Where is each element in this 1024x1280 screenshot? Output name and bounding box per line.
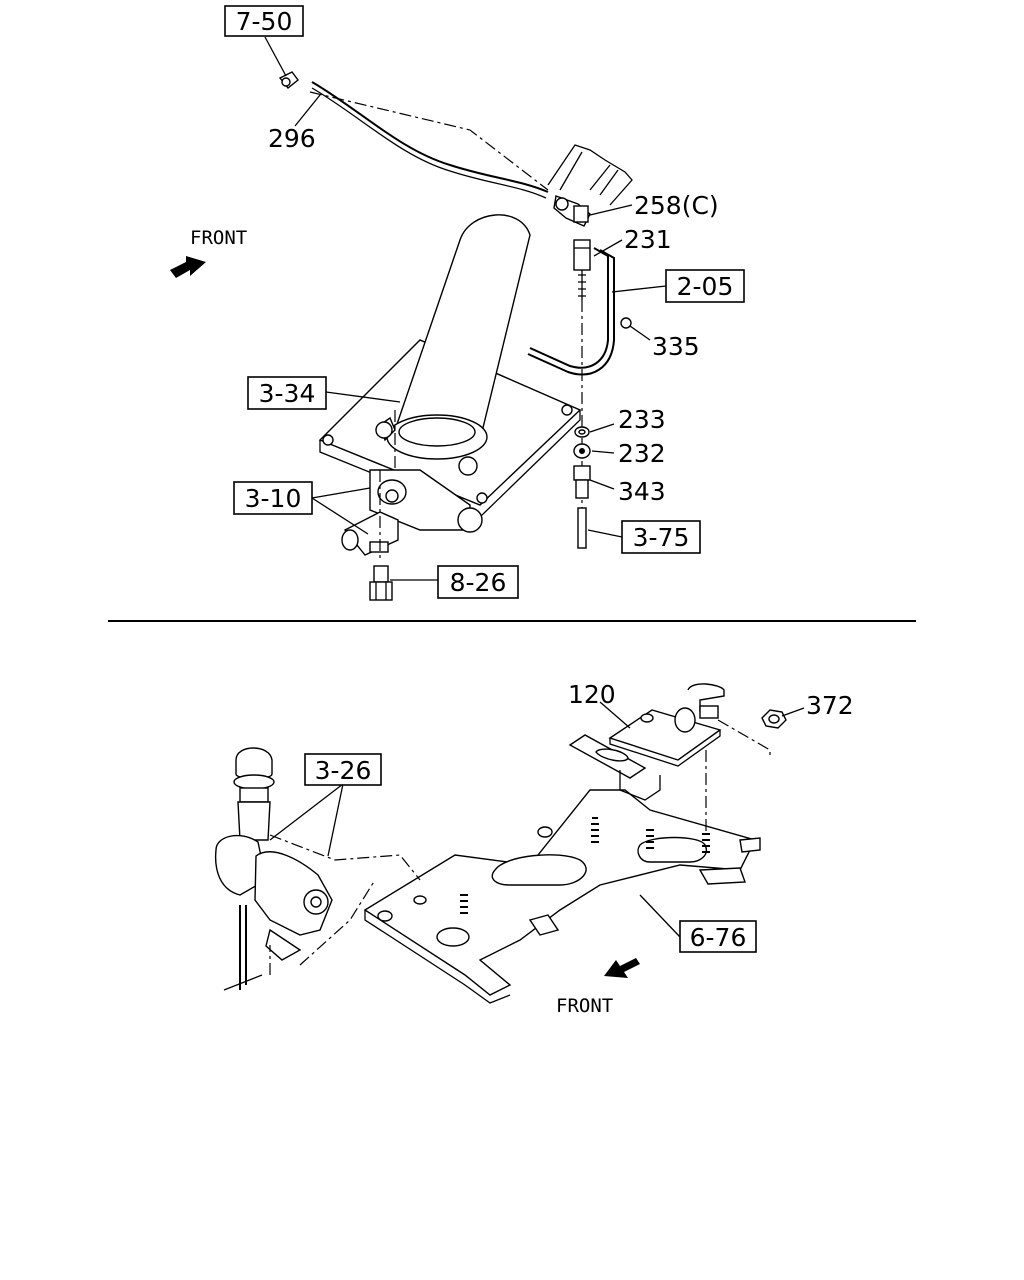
connector-231	[573, 239, 591, 300]
oring-335	[620, 317, 632, 329]
part-233: 233	[618, 405, 666, 434]
callout-8-26-text: 8-26	[450, 568, 507, 597]
callout-3-75[interactable]: 3-75	[621, 520, 701, 554]
callout-3-34[interactable]: 3-34	[247, 376, 327, 410]
shift-lever-boot	[375, 214, 531, 476]
plug-8-26	[369, 565, 393, 601]
callout-3-10[interactable]: 3-10	[233, 481, 313, 515]
elbow-fitting-258	[553, 195, 591, 227]
part-372: 372	[806, 691, 854, 720]
front-label-bottom: FRONT	[556, 995, 613, 1017]
callout-3-26[interactable]: 3-26	[304, 753, 382, 786]
fitting-343	[573, 465, 591, 499]
part-231: 231	[624, 225, 672, 254]
callout-3-75-text: 3-75	[633, 523, 690, 552]
callout-3-26-text: 3-26	[315, 756, 372, 785]
callout-6-76[interactable]: 6-76	[679, 920, 757, 953]
bottom-assembly	[214, 683, 805, 1004]
part-296: 296	[268, 124, 316, 153]
nut-232	[573, 443, 591, 459]
part-335: 335	[652, 332, 700, 361]
part-232: 232	[618, 439, 666, 468]
top-assembly	[264, 36, 667, 601]
shift-assembly-3-26	[214, 747, 333, 990]
part-258c: 258(C)	[634, 191, 719, 220]
callout-7-50[interactable]: 7-50	[224, 5, 304, 37]
callout-6-76-text: 6-76	[690, 923, 747, 952]
front-arrow-top-icon	[170, 256, 206, 278]
part-120: 120	[568, 680, 616, 709]
fitting-7-50	[278, 71, 299, 89]
callout-8-26[interactable]: 8-26	[437, 565, 519, 599]
washer-233	[574, 426, 590, 438]
nut-372	[761, 709, 787, 729]
front-arrow-bottom: FRONT	[556, 958, 640, 1017]
front-label-top: FRONT	[190, 227, 247, 249]
bracket-plate-6-76	[363, 789, 757, 996]
valve-body-3-10	[341, 469, 483, 556]
pin-3-75	[577, 507, 587, 549]
part-343: 343	[618, 477, 666, 506]
callout-2-05-text: 2-05	[677, 272, 734, 301]
callout-3-10-text: 3-10	[245, 484, 302, 513]
callout-2-05[interactable]: 2-05	[665, 269, 745, 303]
callout-7-50-text: 7-50	[236, 7, 293, 36]
front-arrow-top: FRONT	[170, 227, 247, 278]
stud-bolts	[460, 817, 710, 914]
front-arrow-bottom-icon	[604, 958, 640, 978]
plate-120	[608, 683, 725, 767]
callout-3-34-text: 3-34	[259, 379, 316, 408]
boot-duct	[547, 144, 633, 206]
